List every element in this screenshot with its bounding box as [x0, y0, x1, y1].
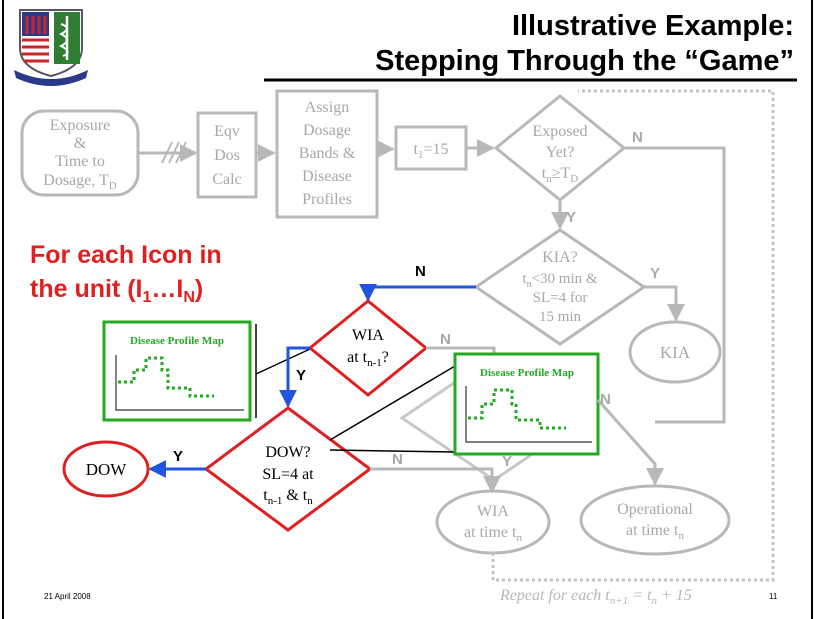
assign-line-1: Assign: [305, 99, 349, 116]
caption-line-1: For each Icon in: [30, 241, 222, 269]
edge-kia-no: [359, 283, 476, 302]
edge-dow-no: [370, 467, 501, 494]
wia-line-1: WIA: [477, 503, 509, 520]
dow-q-line-2: SL=4 at: [262, 466, 314, 483]
edge-wia-yes: [279, 346, 310, 408]
edge-label-wia-yes: Y: [296, 367, 306, 384]
kia-q-line-2: tn<30 min &: [522, 271, 597, 290]
edge-label-map2-yes: Y: [502, 453, 512, 470]
break-slash-icon: [161, 141, 187, 164]
title-line-1: Illustrative Example:: [512, 10, 794, 42]
exposed-line-1: Exposed: [532, 123, 587, 140]
footer-repeat-text: Repeat for each tn+1 = tn + 15: [499, 587, 692, 607]
assign-line-4: Disease: [302, 168, 352, 185]
t1-label: t1=15: [414, 141, 449, 161]
eqv-line-2: Dos: [214, 147, 240, 164]
exposure-line-1: Exposure: [50, 117, 110, 134]
wia-q-line-2: at tn-1?: [347, 349, 389, 369]
node-wia-decision: WIA at tn-1?: [307, 299, 429, 397]
node-dow-decision: DOW? SL=4 at tn-1 & tn: [203, 406, 373, 532]
kia-q-line-4: 15 min: [539, 309, 582, 325]
disease-profile-map-left: Disease Profile Map: [102, 320, 252, 422]
edge-kia-yes: [644, 285, 685, 322]
assign-line-5: Profiles: [302, 191, 352, 208]
kia-q-line-3: SL=4 for: [533, 290, 588, 306]
node-operational-at-time: Operational at time tn: [579, 484, 731, 556]
wia-line-2: at time tn: [464, 524, 522, 544]
map1-connector: [255, 348, 311, 375]
node-eqv-dos-calc: Eqv Dos Calc: [196, 111, 258, 199]
edge-label-exposed-no: N: [632, 129, 643, 146]
map2-connector-lower: [329, 449, 456, 453]
node-exposure: Exposure & Time to Dosage, TD: [20, 109, 140, 197]
edge-map2-no: [596, 399, 664, 486]
disease-profile-map-right: Disease Profile Map: [453, 352, 600, 456]
army-medical-crest-logo: [14, 9, 88, 86]
kia-q-line-1: KIA?: [542, 249, 578, 266]
map1-profile-curve: [118, 356, 214, 398]
edge-label-exposed-yes: Y: [566, 209, 576, 226]
wia-q-line-1: WIA: [352, 327, 384, 344]
assign-line-3: Bands &: [299, 145, 356, 162]
edge-repeat-loop: [491, 89, 775, 582]
node-exposed-yet-decision: Exposed Yet? tn≥TD: [493, 94, 627, 202]
slide-date: 21 April 2008: [44, 592, 91, 601]
map2-connector-upper: [329, 365, 456, 441]
node-dow: DOW: [62, 440, 150, 498]
exposed-line-2: Yet?: [546, 144, 575, 161]
edge-label-kia-no: N: [415, 263, 426, 280]
caption-line-2: the unit (I1…IN): [30, 275, 203, 306]
title-line-2: Stepping Through the “Game”: [375, 45, 794, 77]
exposure-line-3: Time to: [55, 153, 105, 170]
operational-line-1: Operational: [617, 501, 693, 518]
kia-label: KIA: [660, 343, 691, 362]
dow-q-line-1: DOW?: [265, 444, 310, 461]
map1-label: Disease Profile Map: [130, 335, 224, 347]
exposure-line-2: &: [74, 135, 87, 152]
node-t1: t1=15: [394, 125, 468, 171]
edge-label-dow-no: N: [392, 451, 403, 468]
map2-label: Disease Profile Map: [480, 367, 574, 379]
assign-line-2: Dosage: [303, 122, 351, 139]
node-kia: KIA: [628, 320, 722, 384]
exposure-line-4: Dosage, TD: [43, 172, 116, 192]
dow-q-line-3: tn-1 & tn: [263, 487, 313, 507]
node-assign-dosage: Assign Dosage Bands & Disease Profiles: [275, 89, 379, 219]
edge-exposed-no: [624, 146, 726, 424]
map2-profile-curve: [468, 388, 566, 430]
eqv-line-1: Eqv: [214, 123, 240, 140]
edge-label-dow-yes: Y: [173, 448, 183, 465]
eqv-line-3: Calc: [212, 171, 241, 188]
operational-line-2: at time tn: [626, 522, 684, 542]
edge-label-wia-no: N: [440, 331, 451, 348]
exposed-line-3: tn≥TD: [542, 165, 579, 185]
dow-label: DOW: [86, 460, 128, 479]
slide-page-number: 11: [769, 592, 778, 601]
node-wia-at-time: WIA at time tn: [435, 489, 551, 555]
edge-label-kia-yes: Y: [650, 265, 660, 282]
node-kia-decision: KIA? tn<30 min & SL=4 for 15 min: [473, 228, 647, 346]
edge-label-map2-no: N: [600, 391, 611, 408]
